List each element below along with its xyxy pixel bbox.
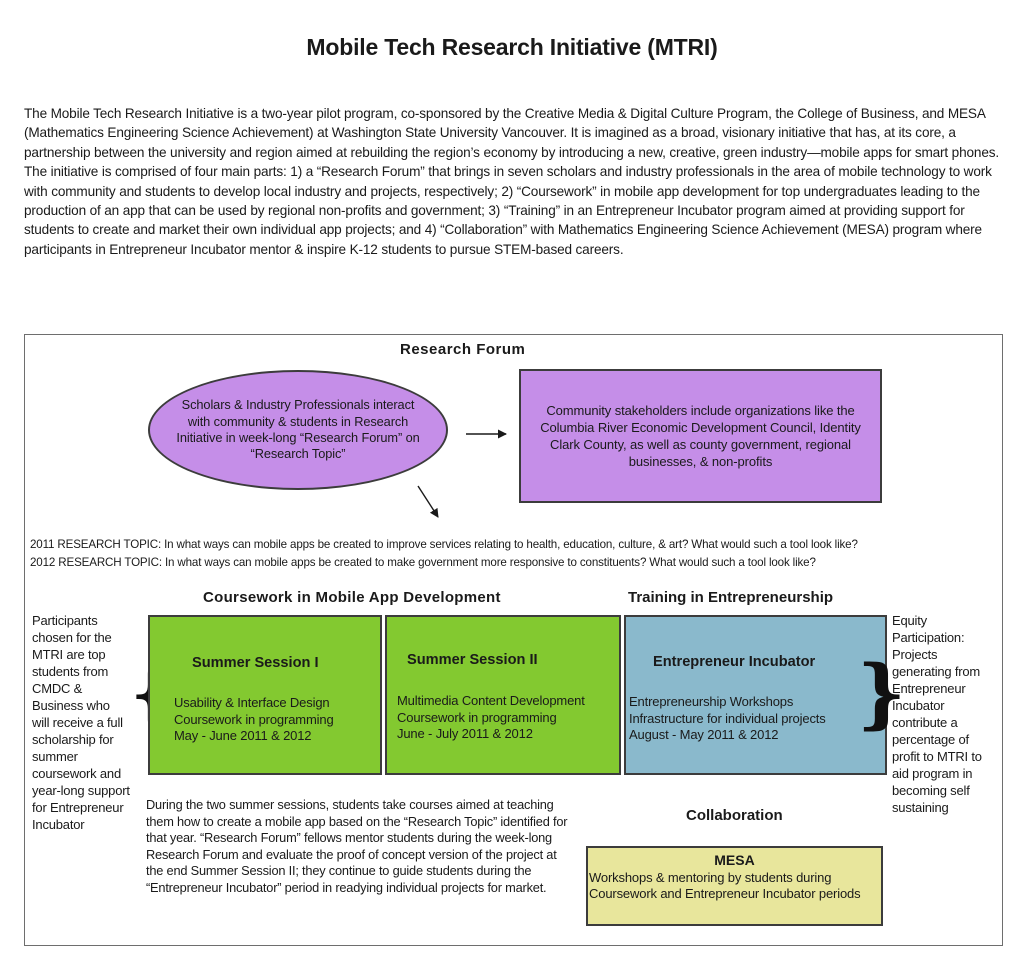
mesa-body: Workshops & mentoring by students during… xyxy=(589,870,861,901)
equity-note: Equity Participation: Projects generatin… xyxy=(892,613,982,815)
research-topic-2011: 2011 RESEARCH TOPIC: In what ways can mo… xyxy=(30,538,858,551)
summer-session-2-line: Multimedia Content Development xyxy=(397,693,585,708)
entrepreneur-incubator-line: Infrastructure for individual projects xyxy=(629,710,826,726)
entrepreneur-incubator-body: Entrepreneurship Workshops Infrastructur… xyxy=(629,694,826,744)
diagram-frame xyxy=(24,334,1003,946)
scholars-ellipse: Scholars & Industry Professionals intera… xyxy=(148,370,448,490)
stakeholders-text: Community stakeholders include organizat… xyxy=(540,403,861,469)
coursework-heading: Coursework in Mobile App Development xyxy=(203,589,501,606)
summer-session-1-body: Usability & Interface Design Coursework … xyxy=(174,695,334,745)
stakeholders-box: Community stakeholders include organizat… xyxy=(519,369,882,503)
summer-sessions-summary: During the two summer sessions, students… xyxy=(146,797,568,895)
summer-session-2-line: June - July 2011 & 2012 xyxy=(397,726,533,742)
page-title: Mobile Tech Research Initiative (MTRI) xyxy=(306,34,718,60)
summer-session-1-title: Summer Session I xyxy=(192,655,319,671)
entrepreneur-incubator-box: Entrepreneur Incubator Entrepreneurship … xyxy=(624,615,887,775)
collaboration-heading: Collaboration xyxy=(686,807,783,824)
research-forum-heading: Research Forum xyxy=(400,341,526,358)
scholars-text: Scholars & Industry Professionals intera… xyxy=(176,397,420,462)
summer-session-2-title: Summer Session II xyxy=(407,652,538,668)
entrepreneur-incubator-title: Entrepreneur Incubator xyxy=(653,654,816,670)
summer-session-1-line: Coursework in programming xyxy=(174,711,334,727)
training-heading: Training in Entrepreneurship xyxy=(628,589,834,606)
research-topic-2012: 2012 RESEARCH TOPIC: In what ways can mo… xyxy=(30,556,816,569)
summer-session-1-line: May - June 2011 & 2012 xyxy=(174,728,312,744)
summer-session-2-body: Multimedia Content Development Coursewor… xyxy=(397,693,585,743)
summer-session-2-box: Summer Session II Multimedia Content Dev… xyxy=(385,615,621,775)
right-brace: } xyxy=(857,648,906,737)
mesa-box: MESA Workshops & mentoring by students d… xyxy=(586,846,883,926)
summer-session-1-box: Summer Session I Usability & Interface D… xyxy=(148,615,382,775)
mesa-title: MESA xyxy=(714,852,755,868)
summer-session-2-line: Coursework in programming xyxy=(397,709,557,725)
participants-note: Participants chosen for the MTRI are top… xyxy=(32,613,130,832)
summer-session-1-line: Usability & Interface Design xyxy=(174,695,330,710)
entrepreneur-incubator-line: Entrepreneurship Workshops xyxy=(629,694,794,709)
entrepreneur-incubator-line: August - May 2011 & 2012 xyxy=(629,727,779,743)
intro-paragraph: The Mobile Tech Research Initiative is a… xyxy=(24,106,1000,257)
